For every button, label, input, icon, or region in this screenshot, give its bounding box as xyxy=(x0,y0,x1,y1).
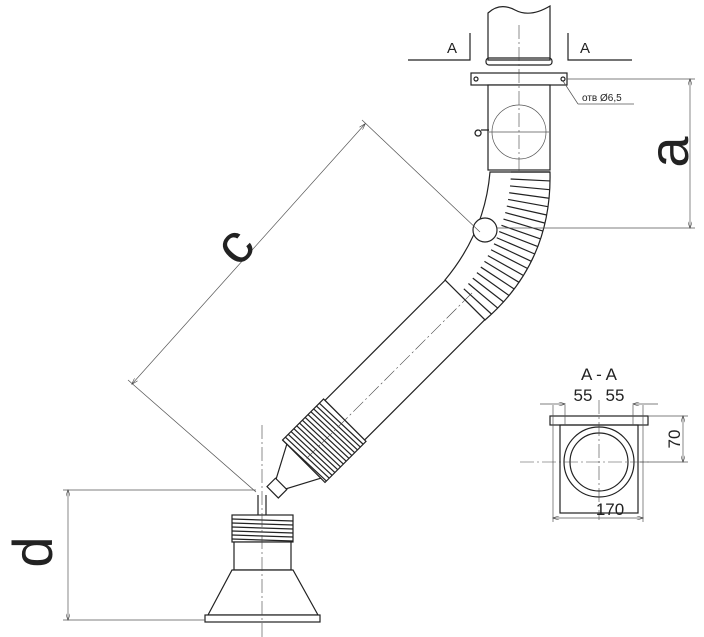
rib-line xyxy=(472,277,504,303)
rib-line xyxy=(506,205,547,216)
hole-note: отв Ø6,5 xyxy=(582,93,622,104)
section-mark-left: A xyxy=(447,40,457,57)
section-mark-right: A xyxy=(580,40,590,57)
section-title: A - A xyxy=(581,365,618,384)
section-view-a-a xyxy=(520,400,688,522)
rib-line xyxy=(231,530,294,534)
rib-line xyxy=(480,266,515,290)
dim-70: 70 xyxy=(665,430,684,449)
rib-line xyxy=(509,192,550,199)
rib-line xyxy=(510,178,551,182)
rib-line xyxy=(231,534,294,538)
dim-170: 170 xyxy=(596,500,624,519)
rib-line xyxy=(231,526,294,530)
rib-line xyxy=(505,212,546,224)
straight-tube xyxy=(266,279,486,499)
rib-line xyxy=(299,422,344,465)
dimension-c xyxy=(127,119,481,493)
rib-line xyxy=(501,224,541,240)
rib-line xyxy=(490,249,528,270)
rib-line xyxy=(498,231,539,248)
rib-line xyxy=(487,255,524,277)
rib-line xyxy=(484,260,520,283)
dimension-a xyxy=(497,79,695,228)
dim-55-right: 55 xyxy=(606,386,625,405)
rib-line xyxy=(231,522,294,526)
dim-55-left: 55 xyxy=(574,386,593,405)
rib-line xyxy=(463,288,492,315)
rib-line xyxy=(496,237,535,255)
dimension-d-label: d xyxy=(1,536,64,567)
rib-line xyxy=(476,272,510,297)
rib-line xyxy=(231,518,294,522)
rib-line xyxy=(507,198,549,208)
top-pipe xyxy=(470,4,568,175)
rib-line xyxy=(509,185,550,191)
rib-line xyxy=(231,538,294,542)
dimension-d xyxy=(63,490,256,620)
rib-line xyxy=(503,218,544,232)
hood xyxy=(204,425,321,637)
rib-line xyxy=(468,283,499,309)
dimension-a-label: a xyxy=(637,136,700,168)
section-cut-marks xyxy=(408,33,632,61)
rib-line xyxy=(310,411,356,454)
rib-line xyxy=(493,243,532,262)
